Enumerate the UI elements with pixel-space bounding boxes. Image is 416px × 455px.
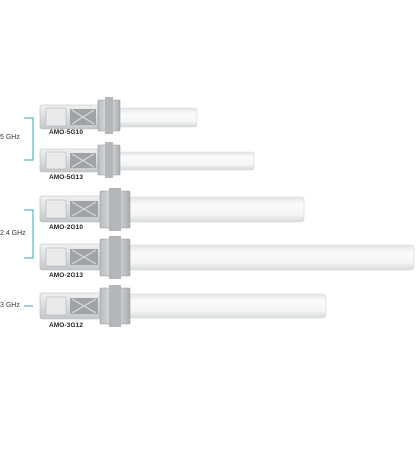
antenna-amo-5g10 bbox=[39, 97, 198, 134]
model-label-amo-2g13: AMO-2G13 bbox=[49, 272, 84, 279]
antenna-amo-2g13 bbox=[39, 236, 415, 279]
antenna-amo-2g10 bbox=[39, 188, 305, 231]
model-label-amo-2g10: AMO-2G10 bbox=[49, 224, 84, 231]
model-label-amo-3g12: AMO-3G12 bbox=[49, 322, 84, 329]
model-label-amo-5g10: AMO-5G10 bbox=[49, 129, 84, 136]
antenna-amo-3g12 bbox=[39, 285, 327, 327]
band-label-3ghz: 3 GHz bbox=[0, 302, 20, 309]
band-bracket-5ghz bbox=[24, 117, 34, 161]
band-label-2-4ghz: 2.4 GHz bbox=[0, 230, 26, 237]
antenna-amo-5g13 bbox=[39, 142, 255, 178]
band-bracket-2-4ghz bbox=[24, 209, 34, 259]
model-label-amo-5g13: AMO-5G13 bbox=[49, 174, 84, 181]
band-label-5ghz: 5 GHz bbox=[0, 134, 20, 141]
